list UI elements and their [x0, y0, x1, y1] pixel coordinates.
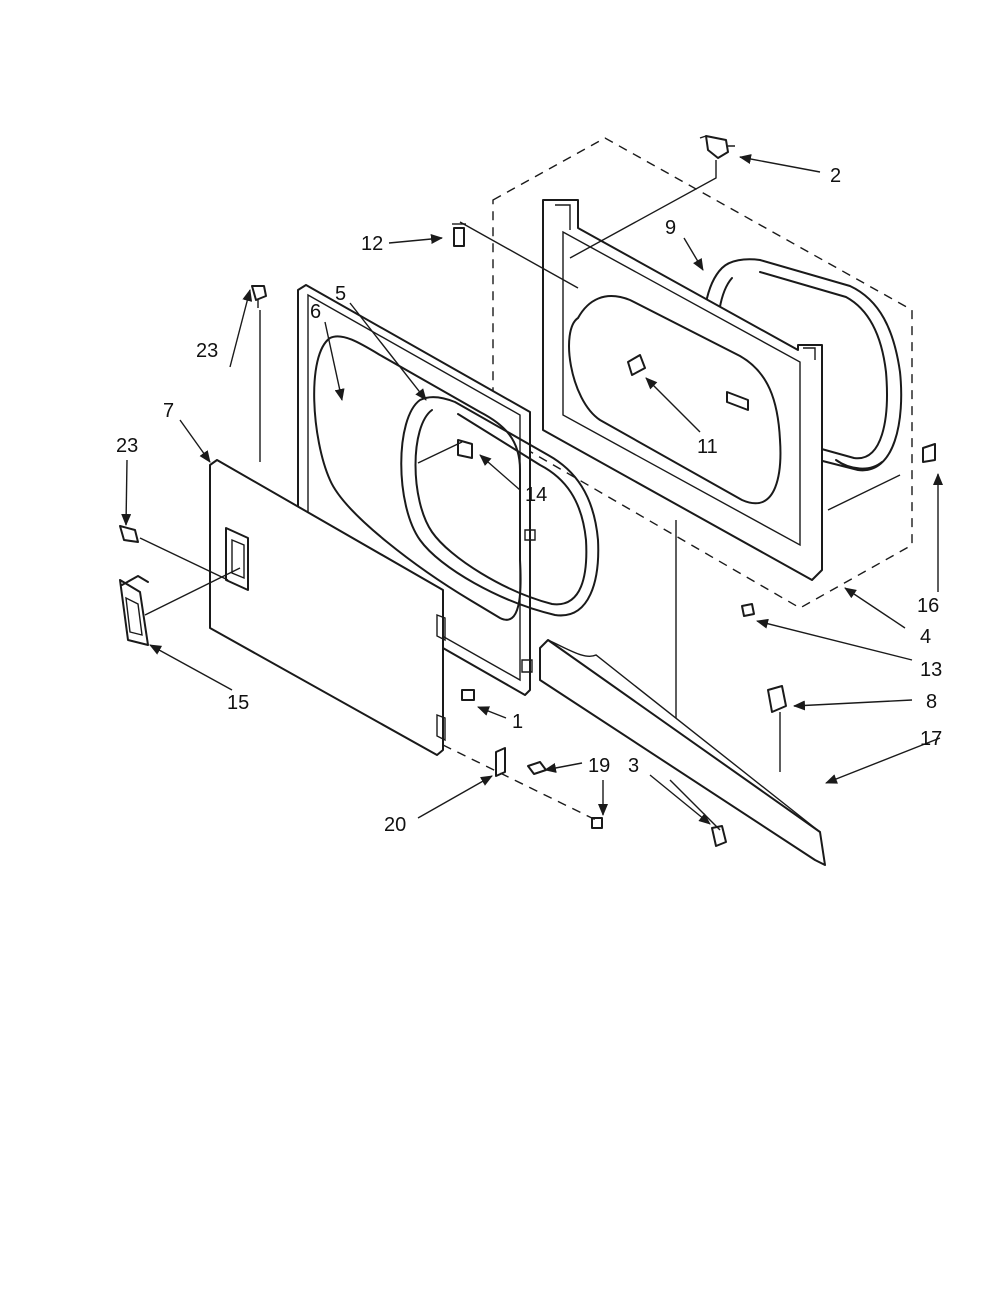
- callout-23-side: 23: [116, 435, 138, 457]
- callout-9: 9: [665, 217, 676, 239]
- callout-20: 20: [384, 814, 406, 836]
- hinge-clip: [457, 439, 473, 459]
- screw-top-frame: [452, 223, 466, 247]
- callout-13: 13: [920, 659, 942, 681]
- bumper-1: [461, 689, 475, 701]
- switch-8: [767, 685, 787, 713]
- assembly-lines: [139, 160, 901, 831]
- screw-door-top: [251, 285, 267, 308]
- callout-15: 15: [227, 692, 249, 714]
- callout-labels: 2 9 12 5 6 23 7 23 11 14 16 4 13 8 15 1 …: [116, 165, 942, 836]
- screw-door-side: [119, 525, 139, 543]
- callout-2: 2: [830, 165, 841, 187]
- callout-1: 1: [512, 711, 523, 733]
- hinge-20: [495, 747, 506, 777]
- toe-panel: [539, 639, 826, 866]
- callout-leaders: [121, 154, 943, 825]
- callout-6: 6: [310, 301, 321, 323]
- callout-12: 12: [361, 233, 383, 255]
- callout-7: 7: [163, 400, 174, 422]
- callout-5: 5: [335, 283, 346, 305]
- small-clip-16: [922, 443, 936, 463]
- front-panel-frame: [459, 199, 823, 581]
- callout-8: 8: [926, 691, 937, 713]
- callout-17: 17: [920, 728, 942, 750]
- callout-11: 11: [697, 436, 718, 458]
- foot-3: [711, 825, 727, 847]
- callout-14: 14: [525, 484, 547, 506]
- callout-19: 19: [588, 755, 610, 777]
- outer-door: [209, 459, 446, 756]
- door-handle: [119, 575, 149, 646]
- callout-3: 3: [628, 755, 639, 777]
- door-strike: [627, 354, 646, 376]
- callout-23-top: 23: [196, 340, 218, 362]
- cabinet-outline-dashed: [492, 137, 913, 609]
- door-catch-clip: [699, 135, 735, 159]
- callout-16: 16: [917, 595, 939, 617]
- callout-4: 4: [920, 626, 931, 648]
- screw-13: [741, 603, 755, 617]
- door-gasket-ring: [400, 396, 600, 617]
